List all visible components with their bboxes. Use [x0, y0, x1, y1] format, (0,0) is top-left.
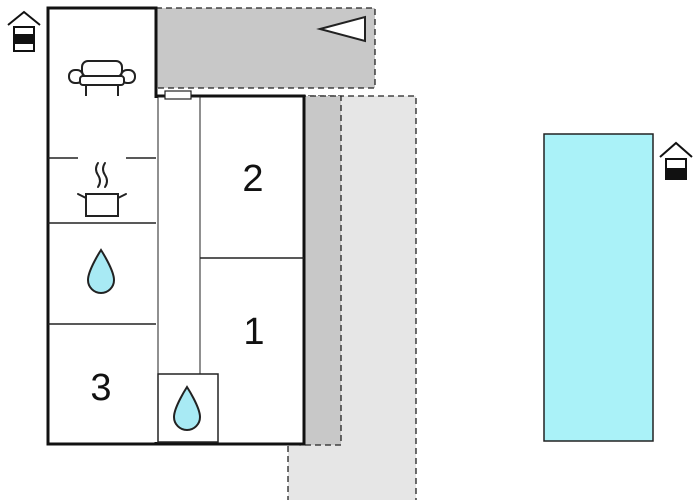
door-window [164, 90, 192, 100]
pool [543, 133, 654, 442]
terrace-dark-top [155, 7, 376, 89]
entrance-arrow-icon [316, 15, 366, 43]
room-number-1: 1 [243, 311, 264, 353]
cooking-pot-icon [77, 162, 127, 217]
water-drop-icon [172, 385, 202, 431]
floor-level-indicator-icon [7, 10, 41, 52]
house: 2 1 3 [46, 6, 306, 446]
ground-level-indicator-icon [659, 141, 693, 180]
room-number-3: 3 [90, 367, 111, 409]
room-number-2: 2 [242, 158, 263, 200]
terrace-dark-side [299, 95, 342, 446]
water-drop-icon [86, 248, 116, 294]
sofa-icon [68, 60, 136, 96]
